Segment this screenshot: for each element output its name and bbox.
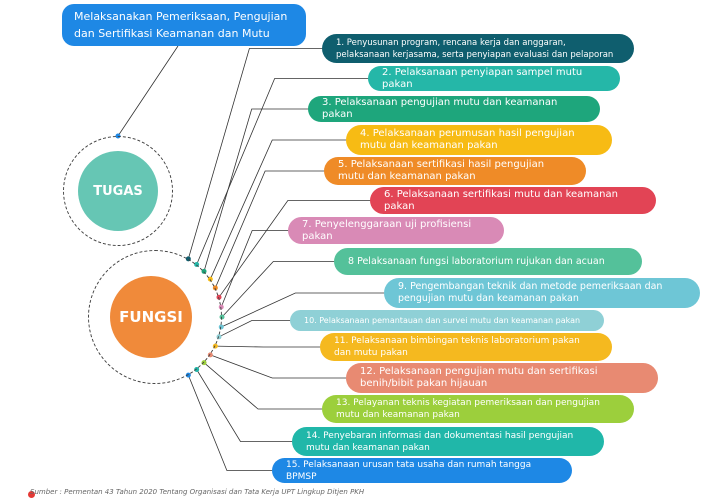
fungsi-item-15: 15. Pelaksanaan urusan tata usaha dan ru… [272, 458, 572, 483]
tugas-description-box: Melaksanakan Pemeriksaan, Pengujian dan … [62, 4, 306, 57]
fungsi-item-label: 5. Pelaksanaan sertifikasi hasil penguji… [338, 159, 545, 182]
fungsi-item-12: 12. Pelaksanaan pengujian mutu dan serti… [346, 363, 658, 393]
connector-line [187, 374, 274, 471]
fungsi-item-7: 7. Penyelenggaraan uji profisiensi pakan [288, 217, 504, 244]
fungsi-item-label: 7. Penyelenggaraan uji profisiensi pakan [302, 218, 472, 242]
source-note: Sumber : Permentan 43 Tahun 2020 Tentang… [30, 488, 365, 496]
fungsi-item-label: 11. Pelaksanaan bimbingan teknis laborat… [334, 336, 580, 358]
fungsi-item-8: 8 Pelaksanaan fungsi laboratorium rujuka… [334, 248, 642, 275]
fungsi-item-5: 5. Pelaksanaan sertifikasi hasil penguji… [324, 157, 586, 185]
fungsi-item-3: 3. Pelaksanaan pengujian mutu dan keaman… [308, 96, 600, 122]
connector-line [196, 369, 294, 442]
connector-line [218, 320, 292, 338]
fungsi-item-11: 11. Pelaksanaan bimbingan teknis laborat… [320, 333, 612, 361]
fungsi-item-label: 2. Pelaksanaan penyiapan sampel mutu pak… [382, 66, 583, 90]
tugas-description: Melaksanakan Pemeriksaan, Pengujian dan … [74, 10, 288, 57]
connector-line [221, 261, 336, 318]
fungsi-label: FUNGSI [119, 308, 183, 326]
tugas-dashed-ring [63, 136, 173, 246]
fungsi-item-label: 10. Pelaksanaan pemantauan dan survei mu… [304, 315, 581, 325]
connector-line [218, 200, 372, 298]
source-bullet-icon [28, 491, 35, 498]
fungsi-item-label: 12. Pelaksanaan pengujian mutu dan serti… [360, 366, 598, 389]
fungsi-item-label: 15. Pelaksanaan urusan tata usaha dan ru… [286, 459, 532, 482]
connector-line [215, 345, 322, 348]
tugas-circle: TUGAS [78, 151, 158, 231]
fungsi-item-label: 9. Pengembangan teknik dan metode pemeri… [398, 281, 663, 304]
fungsi-item-14: 14. Penyebaran informasi dan dokumentasi… [292, 427, 604, 456]
connector-line [220, 230, 290, 308]
fungsi-item-label: 6. Pelaksanaan sertifikasi mutu dan keam… [384, 188, 618, 212]
fungsi-dashed-ring [88, 250, 222, 384]
fungsi-item-label: 1. Penyusunan program, rencana kerja dan… [336, 37, 614, 60]
fungsi-item-label: 8 Pelaksanaan fungsi laboratorium rujuka… [348, 255, 605, 267]
connector-line [203, 362, 324, 410]
connector-line [187, 48, 324, 259]
fungsi-item-label: 13. Pelayanan teknis kegiatan pemeriksaa… [336, 398, 600, 420]
tugas-connector-line [117, 45, 179, 137]
connector-line [221, 292, 386, 328]
connector-line [214, 170, 326, 289]
tugas-label: TUGAS [93, 183, 143, 199]
fungsi-item-10: 10. Pelaksanaan pemantauan dan survei mu… [290, 310, 604, 331]
fungsi-item-label: 4. Pelaksanaan perumusan hasil pengujian… [360, 128, 575, 151]
fungsi-item-label: 3. Pelaksanaan pengujian mutu dan keaman… [322, 97, 558, 120]
fungsi-item-6: 6. Pelaksanaan sertifikasi mutu dan keam… [370, 187, 656, 214]
fungsi-item-9: 9. Pengembangan teknik dan metode pemeri… [384, 278, 700, 308]
connector-line [203, 108, 310, 272]
connector-line [196, 78, 370, 265]
connector-line [210, 354, 348, 379]
fungsi-item-1: 1. Penyusunan program, rencana kerja dan… [322, 34, 634, 63]
fungsi-item-4: 4. Pelaksanaan perumusan hasil pengujian… [346, 125, 612, 155]
fungsi-item-2: 2. Pelaksanaan penyiapan sampel mutu pak… [368, 66, 620, 91]
fungsi-item-label: 14. Penyebaran informasi dan dokumentasi… [306, 430, 574, 453]
fungsi-circle: FUNGSI [110, 276, 192, 358]
connector-line [209, 139, 348, 280]
fungsi-item-13: 13. Pelayanan teknis kegiatan pemeriksaa… [322, 395, 634, 423]
